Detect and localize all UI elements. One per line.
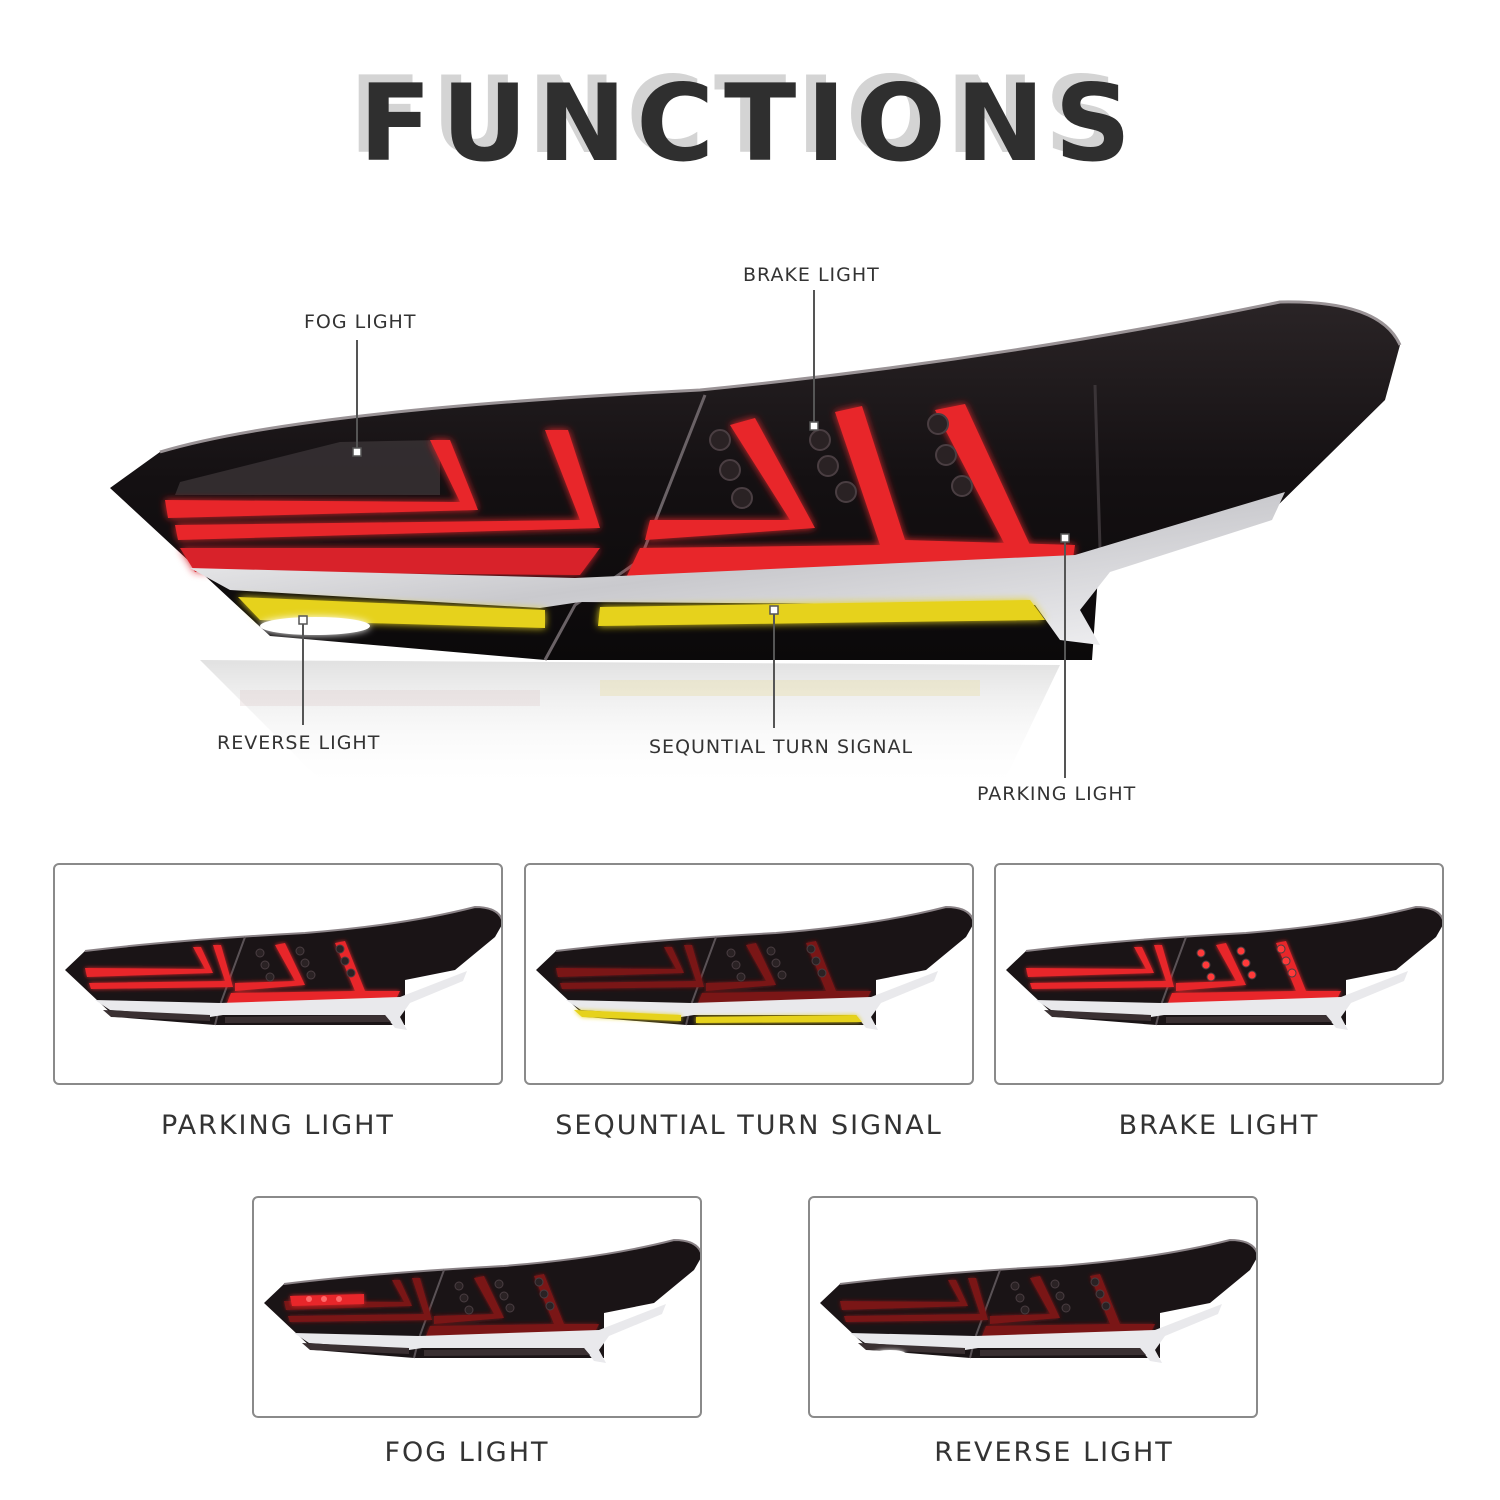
callout-fog-light: FOG LIGHT [304,311,417,333]
thumb-amber-strip [1044,1010,1151,1021]
panel-reverse-light [808,1196,1258,1418]
thumb-amber-strip [103,1010,210,1021]
thumb-led-dots [454,1277,555,1315]
page-title: FUNCTIONS [359,62,1141,185]
taillight-thumbnail [65,905,501,1030]
thumb-red-bars [840,1274,1155,1336]
brake-led-dots [709,413,973,509]
thumb-red-bars [85,941,400,1003]
thumb-led-dots [1196,944,1297,982]
callout-turn-signal: SEQUNTIAL TURN SIGNAL [649,736,914,758]
callout-brake-light: BRAKE LIGHT [743,264,880,286]
taillight-thumbnail [536,905,972,1030]
callout-lines [302,290,1066,778]
taillight-thumbnail [264,1238,700,1363]
reverse-white-led [260,617,370,635]
callout-parking-light: PARKING LIGHT [977,783,1137,805]
thumb-amber-strip [574,1010,681,1021]
hero-taillight-illustration [110,290,1402,790]
thumb-amber-strip [858,1343,965,1354]
thumb-led-dots [255,944,356,982]
caption-fog-light: FOG LIGHT [384,1437,550,1468]
caption-parking-light: PARKING LIGHT [161,1110,395,1141]
thumb-reverse-led [874,1350,906,1358]
caption-reverse-light: REVERSE LIGHT [934,1437,1174,1468]
callout-markers [298,421,1070,625]
taillight-thumbnail [1006,905,1442,1030]
floor-reflection [200,660,1060,790]
panel-turn-signal [524,863,974,1085]
thumb-led-dots [1010,1277,1111,1315]
thumb-led-dots [726,944,827,982]
fog-lens [175,440,440,495]
red-light-bar-left [165,430,600,575]
caption-brake-light: BRAKE LIGHT [1118,1110,1320,1141]
panel-brake-light [994,863,1444,1085]
panel-fog-light [252,1196,702,1418]
thumb-red-bars [1026,941,1341,1003]
panel-parking-light [53,863,503,1085]
caption-turn-signal: SEQUNTIAL TURN SIGNAL [555,1110,943,1141]
callout-reverse-light: REVERSE LIGHT [217,732,381,754]
thumb-red-bars [556,941,871,1003]
thumb-amber-strip [302,1343,409,1354]
taillight-thumbnail [820,1238,1256,1363]
